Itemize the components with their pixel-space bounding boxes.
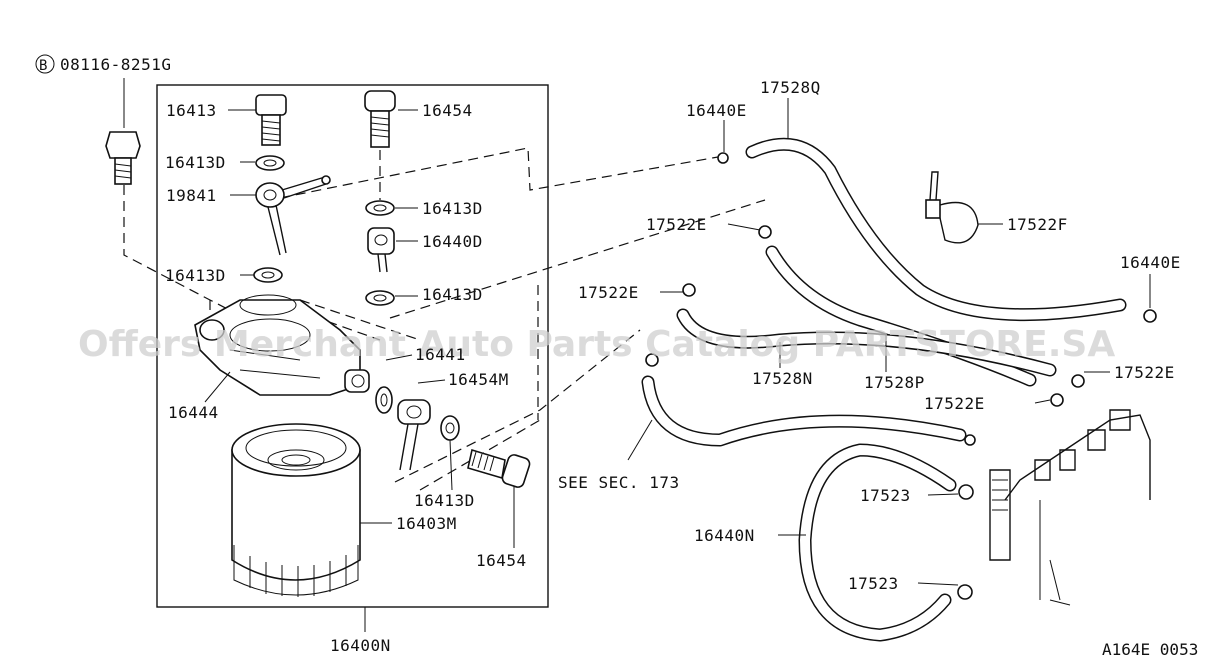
figure-code: A164E 0053 xyxy=(1102,640,1198,659)
bolt-16413 xyxy=(255,94,287,146)
label-17522e-a: 17522E xyxy=(646,215,707,234)
label-16440e-b: 16440E xyxy=(1120,253,1181,272)
label-16441: 16441 xyxy=(415,345,466,364)
label-17528p: 17528P xyxy=(864,373,925,392)
label-17522e-d: 17522E xyxy=(924,394,985,413)
label-16413d-c: 16413D xyxy=(165,266,226,285)
washers xyxy=(253,155,460,441)
banjo-16440d xyxy=(367,227,395,273)
label-16440n: 16440N xyxy=(694,526,755,545)
label-16413d-b: 16413D xyxy=(422,199,483,218)
tie-strap-17522f xyxy=(925,171,979,244)
leader-lines xyxy=(204,98,1151,632)
dashed-leaders xyxy=(123,147,766,491)
label-16440d: 16440D xyxy=(422,232,483,251)
hose-17528n xyxy=(676,308,1057,377)
label-16413d-d: 16413D xyxy=(422,285,483,304)
hose-17528q xyxy=(745,137,1127,322)
label-17528n: 17528N xyxy=(752,369,813,388)
bolt-prefix-letter: B xyxy=(39,58,47,74)
label-16440e-a: 16440E xyxy=(686,101,747,120)
hose-17528p xyxy=(765,245,1037,387)
label-16403m: 16403M xyxy=(396,514,457,533)
banjo-19841 xyxy=(255,175,331,256)
bolt-16454-bottom xyxy=(467,448,531,488)
hose-173 xyxy=(641,375,967,447)
engine-block xyxy=(989,409,1151,606)
label-16413d-a: 16413D xyxy=(165,153,226,172)
bolt-prefix-marker: B xyxy=(35,54,55,74)
label-17523-b: 17523 xyxy=(848,574,899,593)
filter-cartridge-16403m xyxy=(231,423,361,597)
label-16400n: 16400N xyxy=(330,636,391,655)
hose-clips xyxy=(645,152,1157,600)
hose-16440n xyxy=(798,443,957,642)
label-16413-top: 16413 xyxy=(166,101,217,120)
label-16413d-e: 16413D xyxy=(414,491,475,510)
fitting-16454m xyxy=(397,399,431,471)
bolt-08116 xyxy=(105,78,141,185)
label-17528q: 17528Q xyxy=(760,78,821,97)
label-16454-bottom: 16454 xyxy=(476,551,527,570)
label-17522e-b: 17522E xyxy=(578,283,639,302)
label-see-sec-173: SEE SEC. 173 xyxy=(558,473,680,492)
label-16444: 16444 xyxy=(168,403,219,422)
label-17522e-c: 17522E xyxy=(1114,363,1175,382)
label-17523-a: 17523 xyxy=(860,486,911,505)
filter-head-16444 xyxy=(194,294,370,396)
label-17522f: 17522F xyxy=(1007,215,1068,234)
label-16454-top: 16454 xyxy=(422,101,473,120)
watermark: Offers Merchant Auto Parts Catalog PARTS… xyxy=(78,324,1115,365)
label-16454m: 16454M xyxy=(448,370,509,389)
assembly-frame xyxy=(156,84,549,608)
callout-labels: 08116-8251G 16413 16454 16413D 19841 164… xyxy=(60,55,1181,655)
bolt-16454-top xyxy=(364,90,396,200)
label-19841: 19841 xyxy=(166,186,217,205)
label-bolt-ref: 08116-8251G xyxy=(60,55,171,74)
